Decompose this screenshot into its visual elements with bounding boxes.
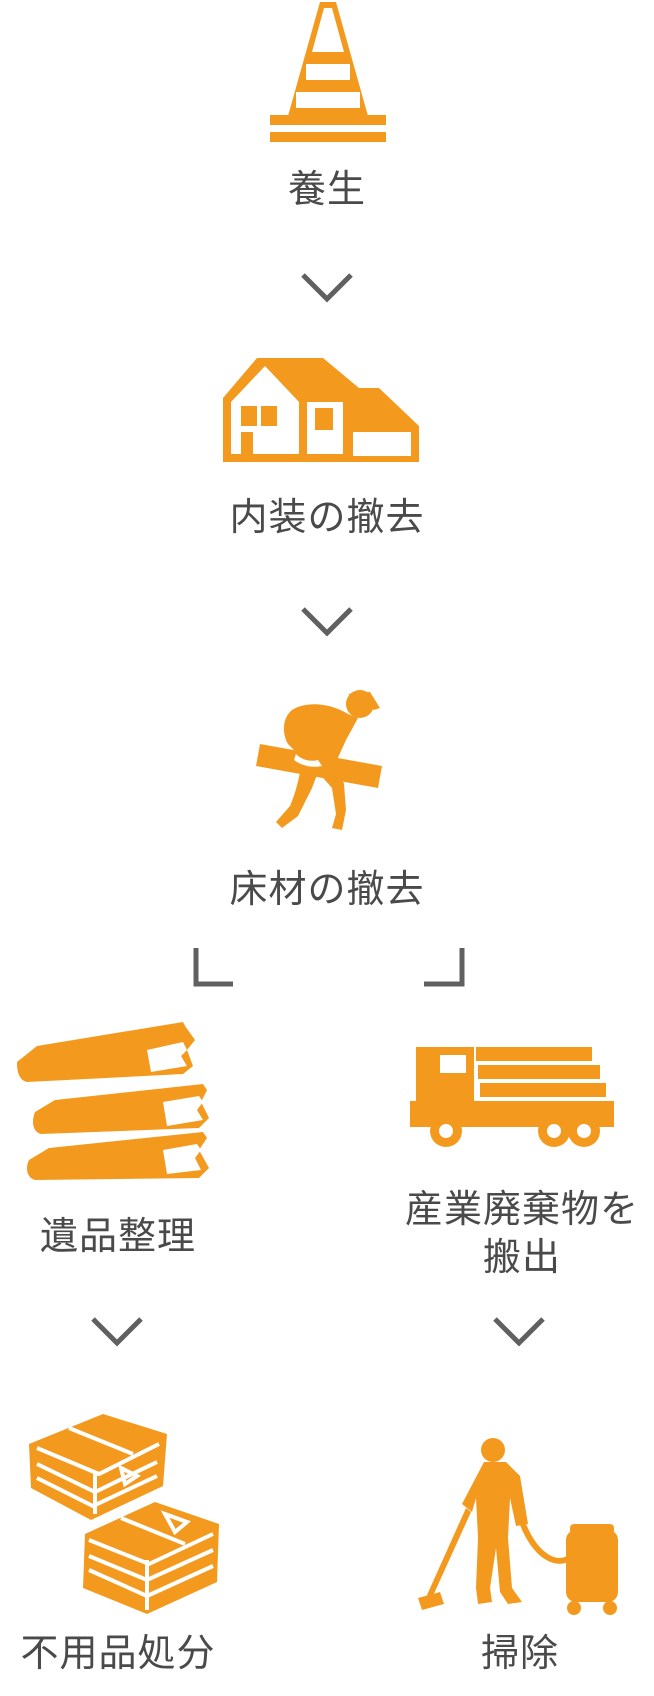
tied-bundles-icon <box>29 1414 219 1614</box>
step-label-industrial-waste: 産業廃棄物を 搬出 <box>404 1187 639 1279</box>
step-label-flooring-removal: 床材の撤去 <box>229 867 425 911</box>
branch-corner-right-icon <box>424 948 465 987</box>
chevron-down-icon <box>301 607 353 637</box>
chevron-down-icon <box>493 1317 545 1347</box>
step-label-unwanted-disposal: 不用品処分 <box>20 1631 216 1675</box>
branch-corner-left-icon <box>193 948 233 987</box>
books-stack-icon <box>17 1022 209 1180</box>
step-label-protection: 養生 <box>287 167 366 211</box>
step-label-interior-removal: 内装の撤去 <box>229 495 425 539</box>
step-label-belongings-sorting: 遺品整理 <box>39 1214 196 1258</box>
traffic-cone-icon <box>270 2 386 142</box>
worker-carrying-board-icon <box>256 690 382 830</box>
house-icon <box>223 358 419 462</box>
vacuum-cleaning-icon <box>418 1438 618 1615</box>
chevron-down-icon <box>91 1317 143 1347</box>
step-label-cleaning: 掃除 <box>480 1631 559 1675</box>
truck-icon <box>410 1047 614 1147</box>
chevron-down-icon <box>301 273 353 303</box>
